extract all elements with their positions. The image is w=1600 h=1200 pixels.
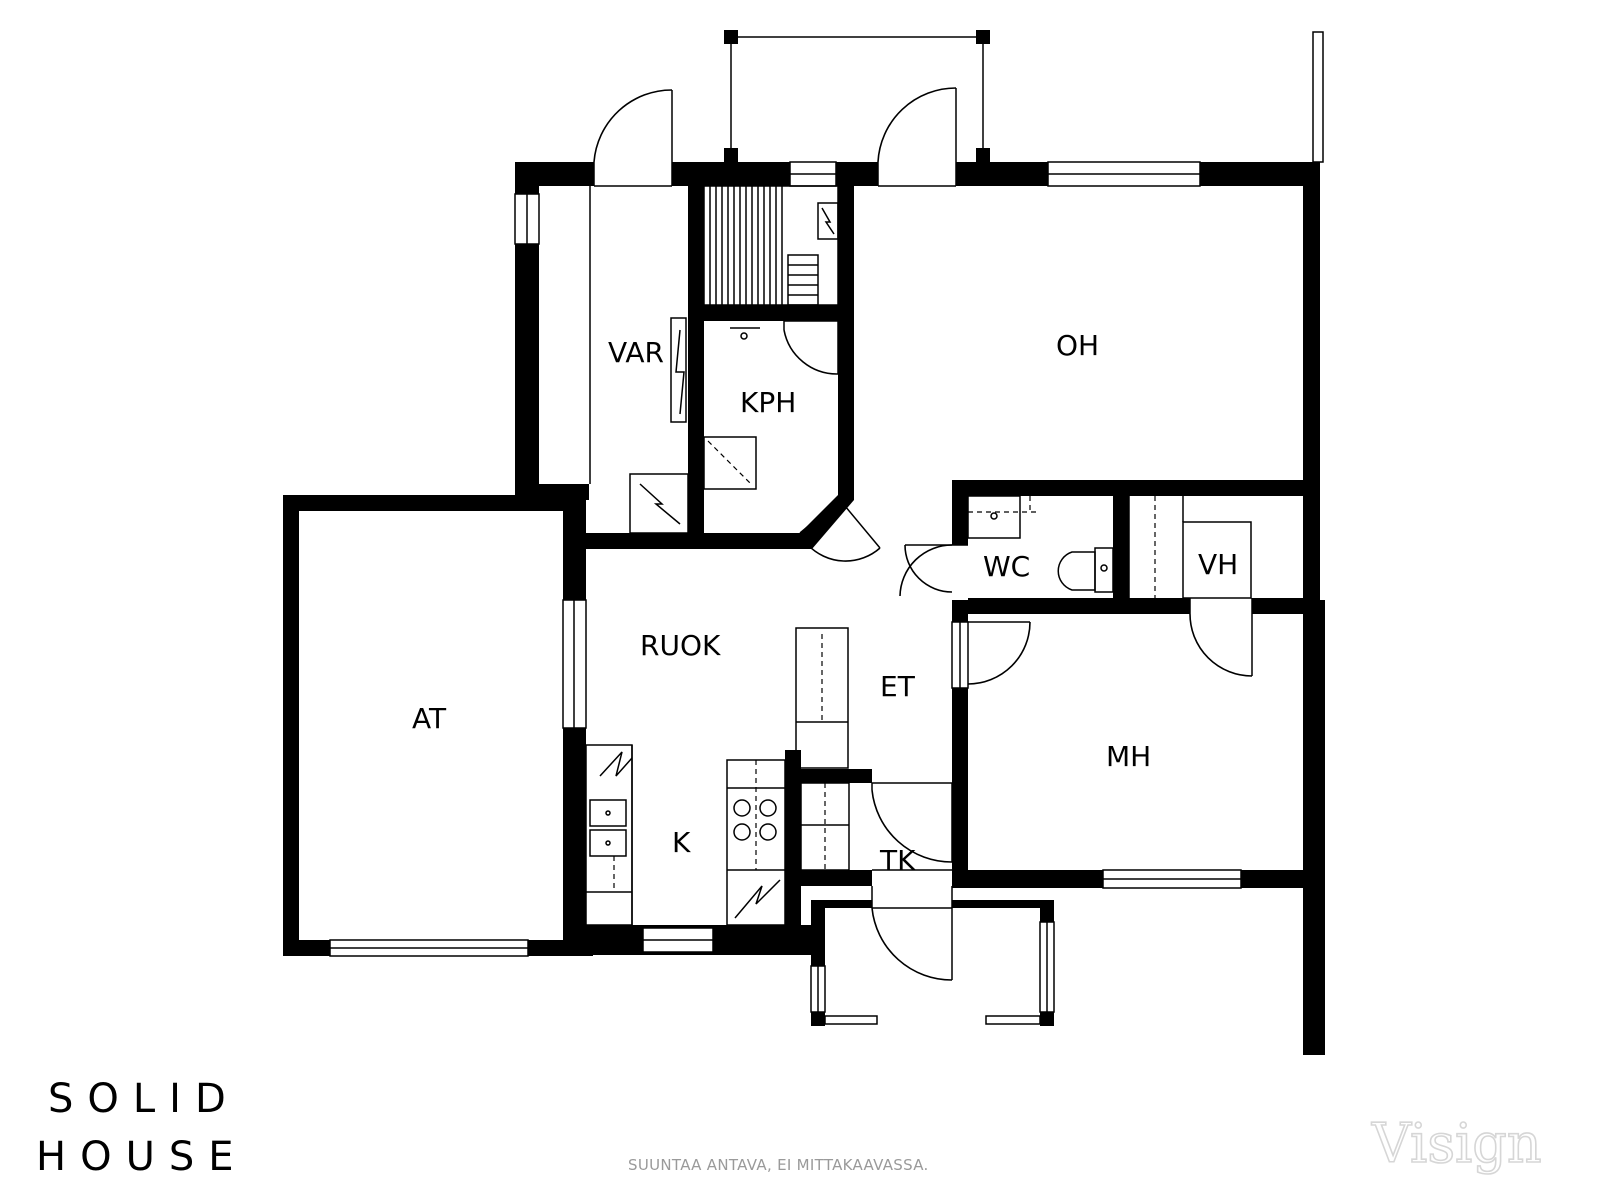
- room-label-tk: TK: [879, 844, 916, 877]
- brand-line-2: HOUSE: [36, 1134, 248, 1180]
- footer-note: SUUNTAA ANTAVA, EI MITTAKAAVASSA.: [628, 1156, 929, 1174]
- sauna-bench: [709, 186, 783, 305]
- brand-line-1: SOLID: [48, 1076, 240, 1122]
- room-label-mh: MH: [1106, 740, 1151, 773]
- windows: [329, 161, 1242, 1025]
- room-label-var: VAR: [608, 336, 664, 369]
- room-label-ruok: RUOK: [640, 629, 721, 662]
- fixtures: [585, 185, 1252, 926]
- brand-logo: SOLID HOUSE: [36, 1076, 248, 1180]
- room-labels: VAR KPH OH WC VH RUOK ET AT MH K TK: [412, 329, 1238, 877]
- room-label-at: AT: [412, 702, 447, 735]
- balcony: [730, 31, 1324, 163]
- room-label-wc: WC: [983, 550, 1030, 583]
- room-label-k: K: [672, 826, 691, 859]
- room-label-vh: VH: [1198, 548, 1238, 581]
- doors: [593, 87, 1253, 981]
- watermark: Visign: [1371, 1112, 1542, 1175]
- room-label-et: ET: [880, 670, 916, 703]
- room-label-oh: OH: [1056, 329, 1099, 362]
- room-label-kph: KPH: [740, 386, 796, 419]
